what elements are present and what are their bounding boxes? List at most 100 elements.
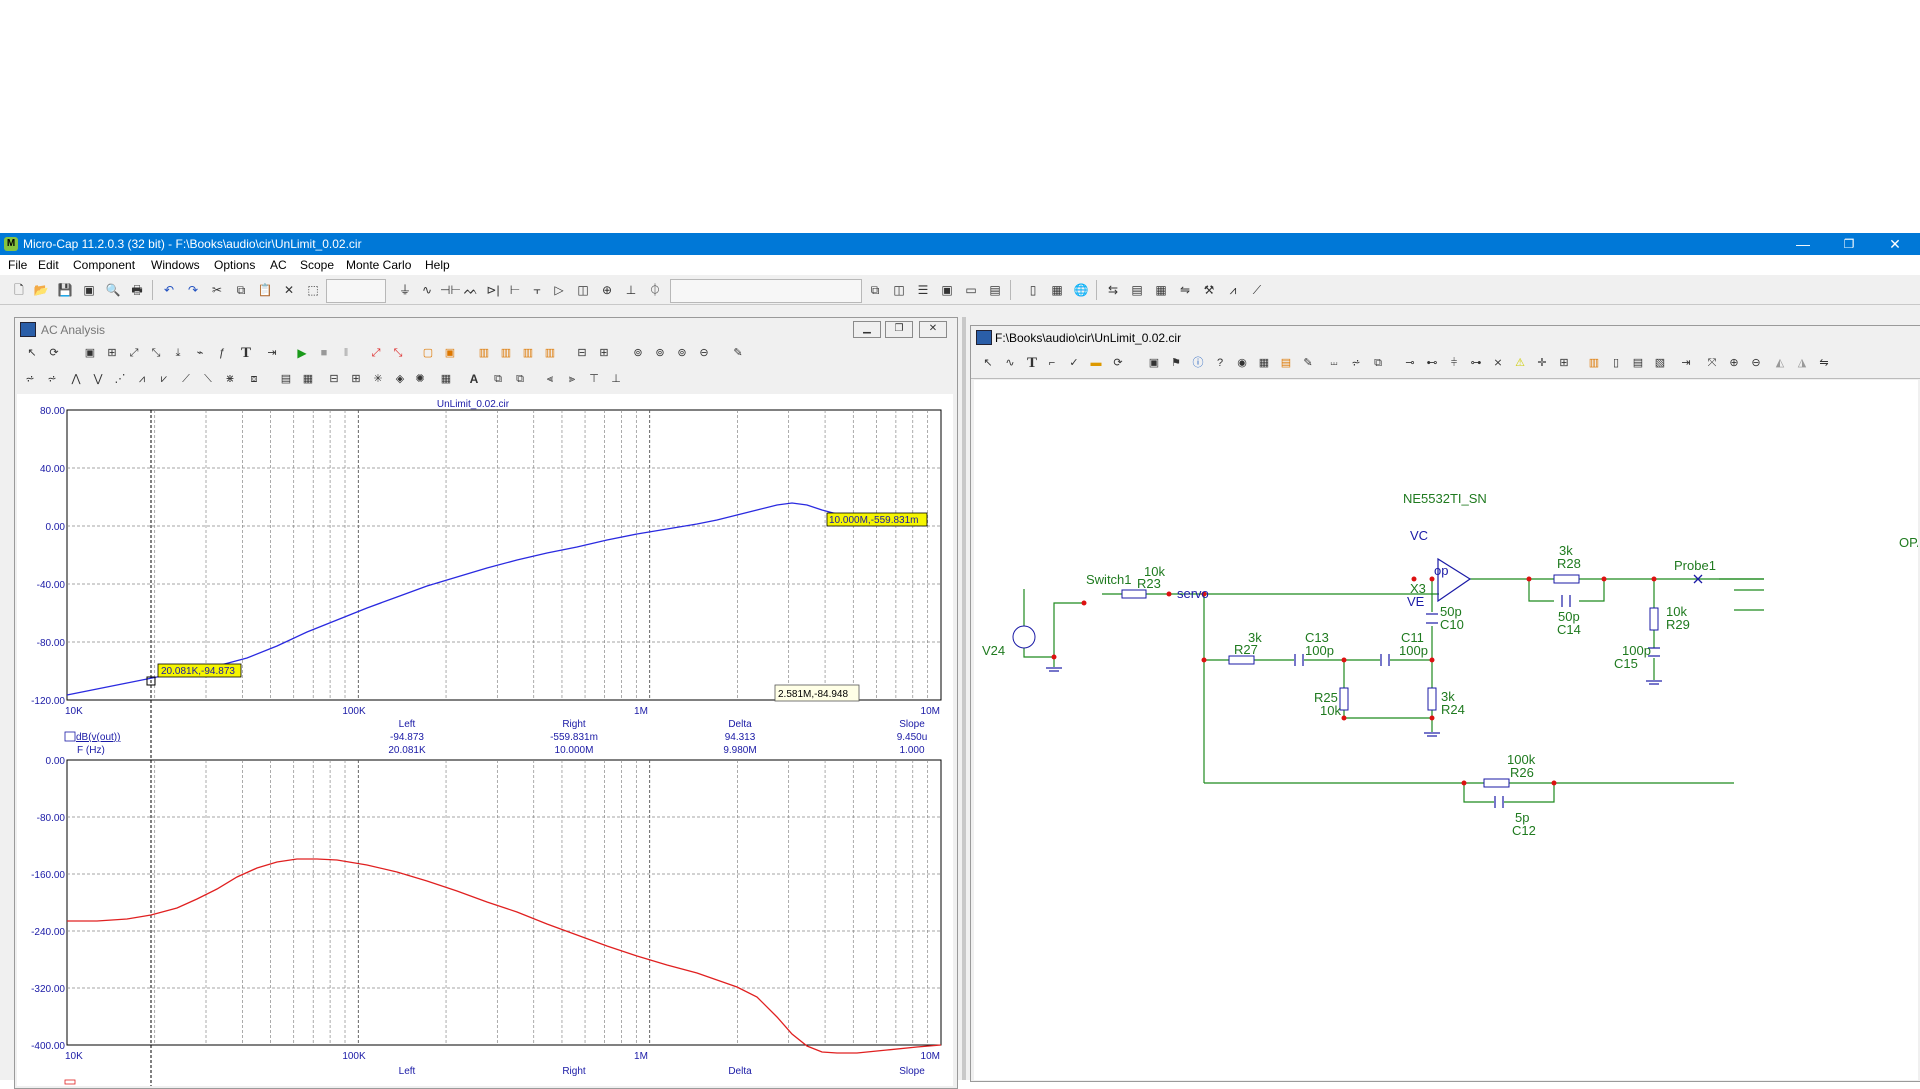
ac-window-titlebar[interactable]: AC Analysis ▁ ❐ ✕ [15, 318, 957, 340]
align-right-icon[interactable]: ⫸ [568, 373, 576, 385]
ground-icon[interactable]: ⏚ [398, 283, 411, 297]
overlap-icon[interactable]: ▣ [941, 283, 953, 297]
calculator-icon[interactable]: ▤ [989, 283, 1001, 297]
cursor-global-low-icon[interactable]: ⩗ [160, 373, 168, 385]
properties-icon[interactable]: ▤ [1131, 283, 1143, 297]
notes-icon[interactable]: ▤ [1632, 357, 1644, 369]
current-icon[interactable]: ⩫ [1351, 357, 1361, 369]
attributes-icon[interactable]: ▦ [1051, 283, 1063, 297]
cursor-inflect-icon[interactable]: ⋰ [114, 373, 126, 385]
select-all-icon[interactable]: ⬚ [307, 283, 319, 297]
select-icon[interactable]: ↖ [983, 357, 993, 369]
bus-icon[interactable]: ▬ [1090, 357, 1102, 369]
fit-to-window-icon[interactable]: ⤧ [1707, 357, 1717, 369]
refresh-icon[interactable]: ⟳ [1113, 357, 1123, 369]
zoom-y-icon[interactable]: ⊖ [699, 347, 709, 359]
grid-tool-icon[interactable]: ▤ [1280, 357, 1292, 369]
cursor-top-icon[interactable]: ⟋ [182, 373, 190, 385]
function-icon[interactable]: ƒ [218, 347, 226, 359]
zoom-x-icon[interactable]: ⊚ [677, 347, 687, 359]
cursor-mode-icon[interactable]: ⇥ [267, 347, 277, 359]
stack1-icon[interactable]: ▥ [478, 347, 490, 359]
globe-icon[interactable]: 🌐 [1073, 283, 1089, 297]
warning-icon[interactable]: ⚠ [1515, 357, 1525, 369]
opamp-icon[interactable]: ▷ [554, 283, 564, 297]
menu-file[interactable]: File [8, 258, 28, 272]
copy-icon[interactable]: ⧉ [236, 283, 246, 297]
page-icon[interactable]: ▯ [1029, 283, 1037, 297]
cursor-bottom-icon[interactable]: ⟍ [204, 373, 212, 385]
restore-button[interactable]: ❐ [1843, 237, 1855, 251]
run-analysis-icon[interactable]: ▶ [297, 346, 307, 360]
analysis-icon[interactable]: ⩘ [1229, 283, 1237, 297]
source-icon[interactable]: ⊕ [601, 283, 613, 297]
edit-plot-icon[interactable]: ✎ [733, 347, 743, 359]
help-icon[interactable]: ? [1216, 357, 1224, 369]
pin-icon[interactable]: ▦ [1258, 357, 1270, 369]
zoom-out-icon[interactable]: ⊖ [1751, 357, 1761, 369]
trace-color-swatch[interactable] [64, 731, 76, 742]
menu-scope[interactable]: Scope [300, 258, 335, 272]
menu-ac[interactable]: AC [270, 258, 287, 272]
dynamic-analysis-icon[interactable]: ⟋ [1252, 283, 1262, 297]
shape-editor-icon[interactable]: ⇋ [1179, 283, 1191, 297]
attribute-text-icon[interactable]: ✎ [1303, 357, 1313, 369]
new-file-icon[interactable]: 🗋 [14, 283, 24, 297]
undo-icon[interactable]: ↶ [163, 283, 175, 297]
cursor-valley-icon[interactable]: ⩫ [47, 373, 57, 385]
paste-plot-icon[interactable]: ⧉ [516, 373, 524, 385]
states-icon[interactable]: ⊸ [1405, 357, 1415, 369]
menu-help[interactable]: Help [425, 258, 450, 272]
page-list-icon[interactable]: ▥ [1588, 357, 1600, 369]
save-icon[interactable]: 💾 [57, 283, 73, 297]
node-numbers-icon[interactable]: ◉ [1237, 357, 1247, 369]
horizontal-split-icon[interactable]: ⊟ [577, 347, 587, 359]
capacitor-symbols[interactable] [1294, 595, 1660, 808]
peak-icon[interactable]: ⤢ [371, 347, 381, 359]
axis-icon[interactable]: ⤡ [151, 347, 161, 359]
info-icon[interactable]: ⓘ [1192, 357, 1204, 369]
menu-component[interactable]: Component [73, 258, 136, 272]
show-pin-names-icon[interactable]: ⫩ [1450, 357, 1458, 369]
power-icon[interactable]: ⧉ [1374, 357, 1382, 369]
valley-icon[interactable]: ⤡ [393, 347, 403, 359]
cascade-icon[interactable]: ⧉ [870, 283, 880, 297]
font-icon[interactable]: A [469, 372, 479, 386]
cursor-peak-icon[interactable]: ⩫ [25, 373, 35, 385]
tile-horizontal-icon[interactable]: ☰ [917, 283, 929, 297]
show-pins-icon[interactable]: ⊷ [1426, 357, 1438, 369]
quad-split-icon[interactable]: ⊞ [599, 347, 609, 359]
annotation-icon[interactable]: ✺ [415, 373, 425, 385]
tile-vertical-icon[interactable]: ◫ [893, 283, 905, 297]
node-voltage-icon[interactable]: ⏙ [1330, 357, 1338, 369]
cursor-clip-icon[interactable]: ⧈ [250, 373, 258, 385]
subckt-icon[interactable]: ◫ [577, 283, 589, 297]
stop-icon[interactable]: ■ [320, 347, 328, 359]
wire-icon[interactable]: ∿ [1005, 357, 1015, 369]
opamp-x3-symbol[interactable] [1437, 557, 1472, 603]
zoom-region-icon[interactable]: ⊚ [655, 347, 665, 359]
mirror-icon[interactable]: ⇋ [1819, 357, 1829, 369]
flip-y-icon[interactable]: ◮ [1797, 357, 1807, 369]
probe-symbol[interactable] [1693, 574, 1703, 584]
open-file-icon[interactable]: 📂 [33, 283, 49, 297]
schematic-window-titlebar[interactable]: F:\Books\audio\cir\UnLimit_0.02.cir [971, 326, 1920, 348]
tag-icon[interactable]: ⌁ [196, 347, 204, 359]
diagonal-wire-icon[interactable]: ✓ [1069, 357, 1079, 369]
redo-icon[interactable]: ↷ [187, 283, 199, 297]
maximize-child-icon[interactable]: ▭ [965, 283, 977, 297]
stack4-icon[interactable]: ▥ [544, 347, 556, 359]
battery-icon[interactable]: ⊥ [625, 283, 637, 297]
cut-icon[interactable]: ✂ [211, 283, 223, 297]
menu-windows[interactable]: Windows [151, 258, 200, 272]
crosshair-icon[interactable]: ✛ [1537, 357, 1547, 369]
zoom-in-icon[interactable]: ⊕ [1729, 357, 1739, 369]
title-bar[interactable]: M Micro-Cap 11.2.0.3 (32 bit) - F:\Books… [0, 233, 1920, 255]
grid-dots-icon[interactable]: ⊞ [1559, 357, 1569, 369]
diode-icon[interactable]: ⊳| [486, 283, 500, 297]
flag-icon[interactable]: ⚑ [1171, 357, 1181, 369]
switch-icon[interactable]: ⏀ [648, 283, 661, 297]
label-icon[interactable]: ◈ [395, 373, 405, 385]
grid-icon[interactable]: ⊞ [107, 347, 117, 359]
menu-monte-carlo[interactable]: Monte Carlo [346, 258, 412, 272]
